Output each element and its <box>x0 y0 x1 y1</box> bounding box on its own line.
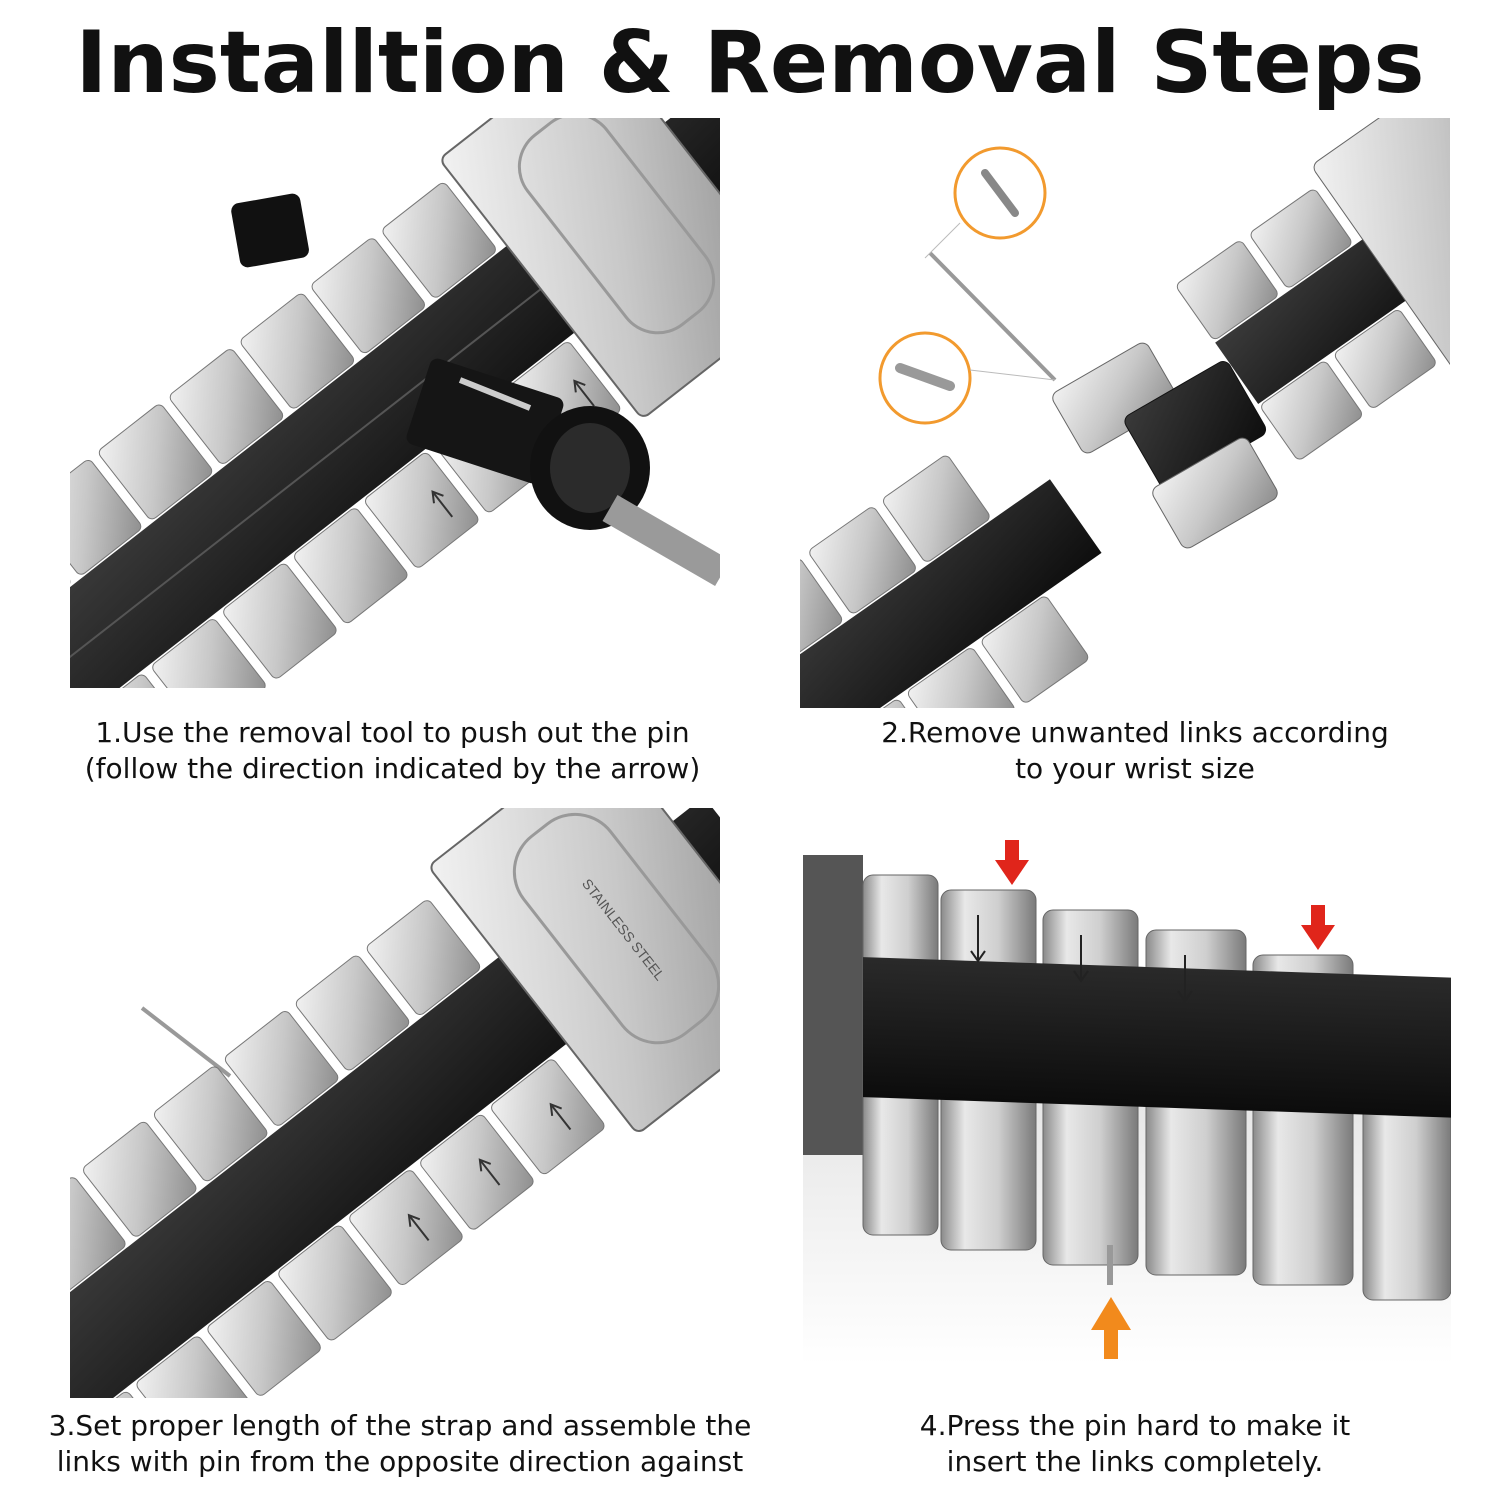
removed-links <box>1052 342 1278 549</box>
step-1-line-1: 1.Use the removal tool to push out the p… <box>95 716 690 749</box>
pin-magnifier-circle-2 <box>878 331 972 425</box>
band-links <box>70 900 605 1398</box>
direction-arrow-icon <box>970 915 1193 1003</box>
pin <box>928 251 1057 382</box>
step-3-line-1: 3.Set proper length of the strap and ass… <box>48 1409 752 1442</box>
step-2-illustration <box>800 118 1450 708</box>
step-4-line-2: insert the links completely. <box>946 1445 1324 1478</box>
step-4-line-1: 4.Press the pin hard to make it <box>919 1409 1351 1442</box>
band-side-dark <box>803 855 863 1155</box>
step-1-line-2: (follow the direction indicated by the a… <box>84 752 701 785</box>
step-1-illustration <box>70 118 720 688</box>
step-3-line-2: links with pin from the opposite directi… <box>56 1445 744 1478</box>
direction-arrow-icon <box>407 1102 572 1241</box>
step-3-caption: 3.Set proper length of the strap and ass… <box>20 1408 780 1480</box>
step-2-caption: 2.Remove unwanted links according to you… <box>790 715 1480 787</box>
clasp <box>441 118 720 417</box>
step-4-caption: 4.Press the pin hard to make it insert t… <box>790 1408 1480 1480</box>
band-upper-part <box>1176 118 1450 460</box>
pin <box>140 1006 232 1078</box>
pin-magnifier-circle-1 <box>953 146 1047 240</box>
page-title: Installtion & Removal Steps <box>75 13 1425 113</box>
step-2-line-1: 2.Remove unwanted links according <box>881 716 1389 749</box>
step-4-illustration <box>803 835 1451 1365</box>
step-3-illustration: STAINLESS STEEL <box>70 808 720 1398</box>
link-removal-tool <box>231 193 720 586</box>
red-arrow-icon <box>995 840 1029 885</box>
orange-arrow-icon <box>1091 1297 1131 1359</box>
band-center-black <box>863 957 1451 1118</box>
band-lower-part <box>800 455 1102 708</box>
step-1-caption: 1.Use the removal tool to push out the p… <box>40 715 745 787</box>
clasp <box>430 808 720 1132</box>
step-2-line-2: to your wrist size <box>1015 752 1255 785</box>
red-arrow-icon <box>1301 905 1335 950</box>
